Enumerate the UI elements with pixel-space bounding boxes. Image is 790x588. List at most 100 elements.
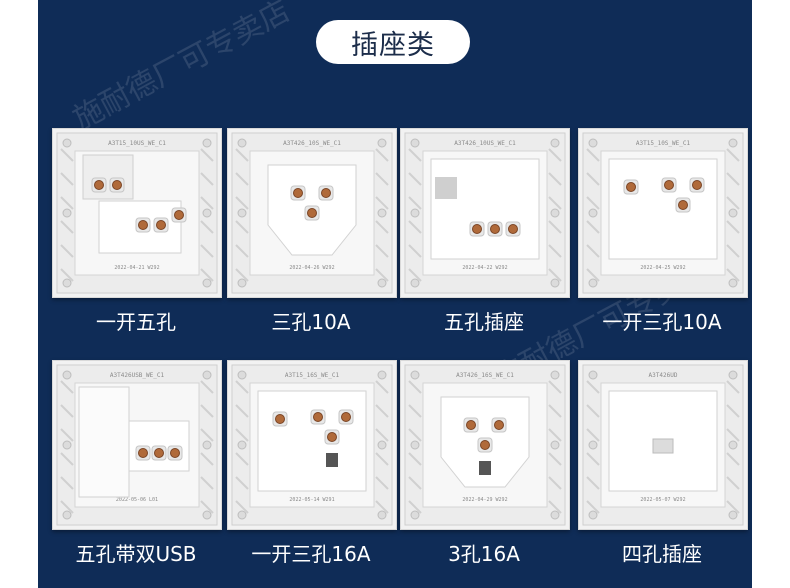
rib bbox=[726, 404, 740, 418]
rib bbox=[200, 404, 214, 418]
screw-hole bbox=[237, 510, 247, 520]
rib bbox=[235, 196, 249, 210]
screw-hole bbox=[410, 370, 420, 380]
screw-hole bbox=[728, 370, 738, 380]
screw-hole bbox=[62, 138, 72, 148]
screw-hole bbox=[377, 370, 387, 380]
rib bbox=[408, 196, 422, 210]
rib bbox=[408, 380, 422, 394]
screw-hole bbox=[588, 510, 598, 520]
rib bbox=[408, 476, 422, 490]
product-caption: 四孔插座 bbox=[622, 542, 702, 566]
category-title: 插座类 bbox=[351, 29, 435, 61]
screw-hole bbox=[62, 278, 72, 288]
screw-hole bbox=[550, 208, 560, 218]
rib bbox=[375, 196, 389, 210]
rib bbox=[60, 148, 74, 162]
screw-hole bbox=[377, 138, 387, 148]
rib bbox=[408, 452, 422, 466]
terminal-screw bbox=[321, 188, 331, 198]
terminal-screw bbox=[341, 412, 351, 422]
right-margin bbox=[752, 0, 790, 588]
rib bbox=[235, 172, 249, 186]
rib bbox=[200, 500, 214, 514]
rib bbox=[235, 148, 249, 162]
screw-hole bbox=[377, 510, 387, 520]
product-code-label: 2022-04-25 W292 bbox=[640, 265, 685, 271]
rib bbox=[726, 268, 740, 282]
rib bbox=[375, 476, 389, 490]
product-code-label: 2022-04-22 W292 bbox=[462, 265, 507, 271]
screw-hole bbox=[202, 278, 212, 288]
center-clip bbox=[652, 438, 674, 454]
rib bbox=[548, 476, 562, 490]
rib bbox=[586, 268, 600, 282]
screw-hole bbox=[202, 440, 212, 450]
rib bbox=[60, 268, 74, 282]
rib bbox=[60, 380, 74, 394]
screw-hole bbox=[550, 510, 560, 520]
socket-body bbox=[430, 158, 540, 260]
terminal-screw bbox=[170, 448, 180, 458]
terminal-screw bbox=[156, 220, 166, 230]
rib bbox=[200, 172, 214, 186]
rib bbox=[408, 428, 422, 442]
screw-hole bbox=[588, 440, 598, 450]
rib bbox=[408, 500, 422, 514]
screw-hole bbox=[588, 208, 598, 218]
rib bbox=[408, 172, 422, 186]
screw-hole bbox=[377, 440, 387, 450]
rib bbox=[60, 220, 74, 234]
rib bbox=[200, 428, 214, 442]
screw-hole bbox=[237, 138, 247, 148]
product-code-label: A3T426_10US_WE_C1 bbox=[454, 140, 516, 147]
rib bbox=[726, 244, 740, 258]
rib bbox=[235, 380, 249, 394]
rib bbox=[375, 452, 389, 466]
rib bbox=[375, 268, 389, 282]
screw-hole bbox=[62, 440, 72, 450]
product-code-label: A3T15_16S_WE_C1 bbox=[285, 372, 340, 379]
rib bbox=[60, 500, 74, 514]
product-caption: 一开三孔16A bbox=[251, 542, 371, 566]
screw-hole bbox=[202, 510, 212, 520]
socket-illustration: A3T426_10US_WE_C1 2022-04-22 W292 bbox=[404, 132, 566, 294]
rib bbox=[586, 172, 600, 186]
rib bbox=[726, 476, 740, 490]
rib bbox=[586, 244, 600, 258]
product-code-label: 2022-04-21 W292 bbox=[114, 265, 159, 271]
screw-hole bbox=[377, 278, 387, 288]
rib bbox=[548, 196, 562, 210]
product-code-label: 2022-05-14 W291 bbox=[289, 497, 334, 503]
terminal-screw bbox=[327, 432, 337, 442]
screw-hole bbox=[202, 370, 212, 380]
terminal-screw bbox=[472, 224, 482, 234]
rib bbox=[548, 500, 562, 514]
terminal-screw bbox=[466, 420, 476, 430]
product-code-label: A3T15_10S_WE_C1 bbox=[636, 140, 691, 147]
screw-hole bbox=[237, 440, 247, 450]
rib bbox=[586, 452, 600, 466]
screw-hole bbox=[728, 138, 738, 148]
rib bbox=[586, 404, 600, 418]
terminal-screw bbox=[307, 208, 317, 218]
screw-hole bbox=[728, 278, 738, 288]
rib bbox=[586, 220, 600, 234]
rib bbox=[408, 220, 422, 234]
product-code-label: A3T426_16S_WE_C1 bbox=[456, 372, 514, 379]
terminal-screw bbox=[490, 224, 500, 234]
rib bbox=[200, 268, 214, 282]
rib bbox=[235, 500, 249, 514]
socket-body bbox=[608, 158, 718, 260]
left-margin bbox=[0, 0, 38, 588]
rib bbox=[60, 196, 74, 210]
socket-illustration: A3T15_16S_WE_C1 2022-05-14 W291 bbox=[231, 364, 393, 526]
terminal-screw bbox=[494, 420, 504, 430]
